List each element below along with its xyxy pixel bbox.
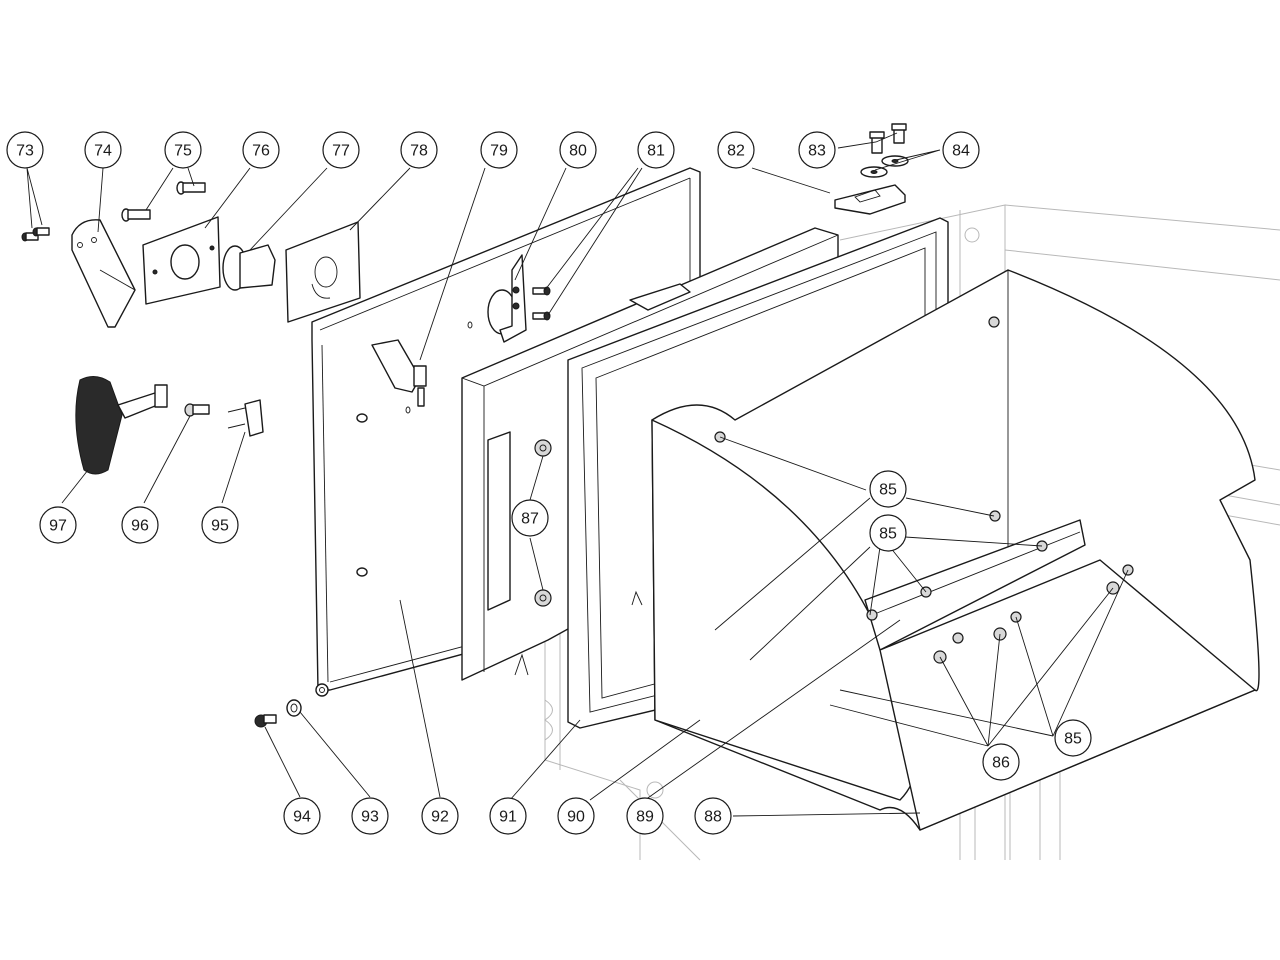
svg-text:77: 77 bbox=[332, 143, 350, 160]
svg-text:73: 73 bbox=[16, 143, 34, 160]
svg-text:79: 79 bbox=[490, 143, 508, 160]
part-78-cam-plate bbox=[285, 221, 361, 323]
part-95-spring-clip bbox=[227, 399, 264, 437]
part-93-washer bbox=[286, 699, 302, 717]
part-76-mount-plate bbox=[142, 216, 221, 305]
svg-text:94: 94 bbox=[293, 809, 311, 826]
svg-text:87: 87 bbox=[521, 511, 539, 528]
callout-79: 79 bbox=[480, 131, 518, 169]
part-88-hopper-chute bbox=[651, 269, 1260, 831]
callout-90: 90 bbox=[557, 797, 595, 835]
svg-text:84: 84 bbox=[952, 143, 970, 160]
callout-75: 75 bbox=[164, 131, 202, 169]
callout-77: 77 bbox=[322, 131, 360, 169]
part-80-strike-bracket bbox=[487, 254, 527, 343]
svg-text:85: 85 bbox=[1064, 731, 1082, 748]
callout-81: 81 bbox=[637, 131, 675, 169]
svg-text:83: 83 bbox=[808, 143, 826, 160]
svg-text:85: 85 bbox=[879, 526, 897, 543]
part-79-micro-switch bbox=[371, 339, 427, 407]
svg-text:78: 78 bbox=[410, 143, 428, 160]
leader-lines bbox=[26, 132, 1129, 817]
svg-text:89: 89 bbox=[636, 809, 654, 826]
svg-text:86: 86 bbox=[992, 755, 1010, 772]
part-74-latch-tongue bbox=[71, 219, 136, 328]
callout-93: 93 bbox=[351, 797, 389, 835]
callout-74: 74 bbox=[84, 131, 122, 169]
callout-78: 78 bbox=[400, 131, 438, 169]
svg-text:74: 74 bbox=[94, 143, 112, 160]
callout-83: 83 bbox=[798, 131, 836, 169]
part-83-bolts bbox=[869, 123, 907, 154]
callout-91: 91 bbox=[489, 797, 527, 835]
svg-text:85: 85 bbox=[879, 482, 897, 499]
callout-86: 86 bbox=[982, 743, 1020, 781]
svg-text:97: 97 bbox=[49, 518, 67, 535]
part-87-nuts bbox=[534, 439, 552, 607]
part-73-screws bbox=[21, 227, 50, 242]
part-97-key bbox=[75, 376, 168, 475]
part-94-bolt bbox=[254, 714, 277, 728]
callout-85-middle: 85 bbox=[869, 514, 907, 552]
callout-88: 88 bbox=[694, 797, 732, 835]
svg-text:76: 76 bbox=[252, 143, 270, 160]
callout-97: 97 bbox=[39, 506, 77, 544]
callout-80: 80 bbox=[559, 131, 597, 169]
callout-94: 94 bbox=[283, 797, 321, 835]
callout-87: 87 bbox=[511, 499, 549, 537]
part-75-bolts bbox=[121, 181, 206, 222]
svg-text:75: 75 bbox=[174, 143, 192, 160]
callout-85-upper: 85 bbox=[869, 470, 907, 508]
callout-89: 89 bbox=[626, 797, 664, 835]
svg-text:91: 91 bbox=[499, 809, 517, 826]
callout-84: 84 bbox=[942, 131, 980, 169]
svg-text:95: 95 bbox=[211, 518, 229, 535]
svg-text:93: 93 bbox=[361, 809, 379, 826]
svg-text:90: 90 bbox=[567, 809, 585, 826]
svg-text:82: 82 bbox=[727, 143, 745, 160]
callout-85-lower: 85 bbox=[1054, 719, 1092, 757]
svg-text:81: 81 bbox=[647, 143, 665, 160]
callout-96: 96 bbox=[121, 506, 159, 544]
callout-95: 95 bbox=[201, 506, 239, 544]
callout-92: 92 bbox=[421, 797, 459, 835]
part-96-stud bbox=[184, 403, 210, 417]
svg-text:88: 88 bbox=[704, 809, 722, 826]
part-77-lock-cylinder bbox=[222, 244, 276, 291]
callout-82: 82 bbox=[717, 131, 755, 169]
svg-text:80: 80 bbox=[569, 143, 587, 160]
svg-text:92: 92 bbox=[431, 809, 449, 826]
callout-76: 76 bbox=[242, 131, 280, 169]
callout-73: 73 bbox=[6, 131, 44, 169]
part-82-keeper-block bbox=[834, 184, 906, 215]
svg-text:96: 96 bbox=[131, 518, 149, 535]
